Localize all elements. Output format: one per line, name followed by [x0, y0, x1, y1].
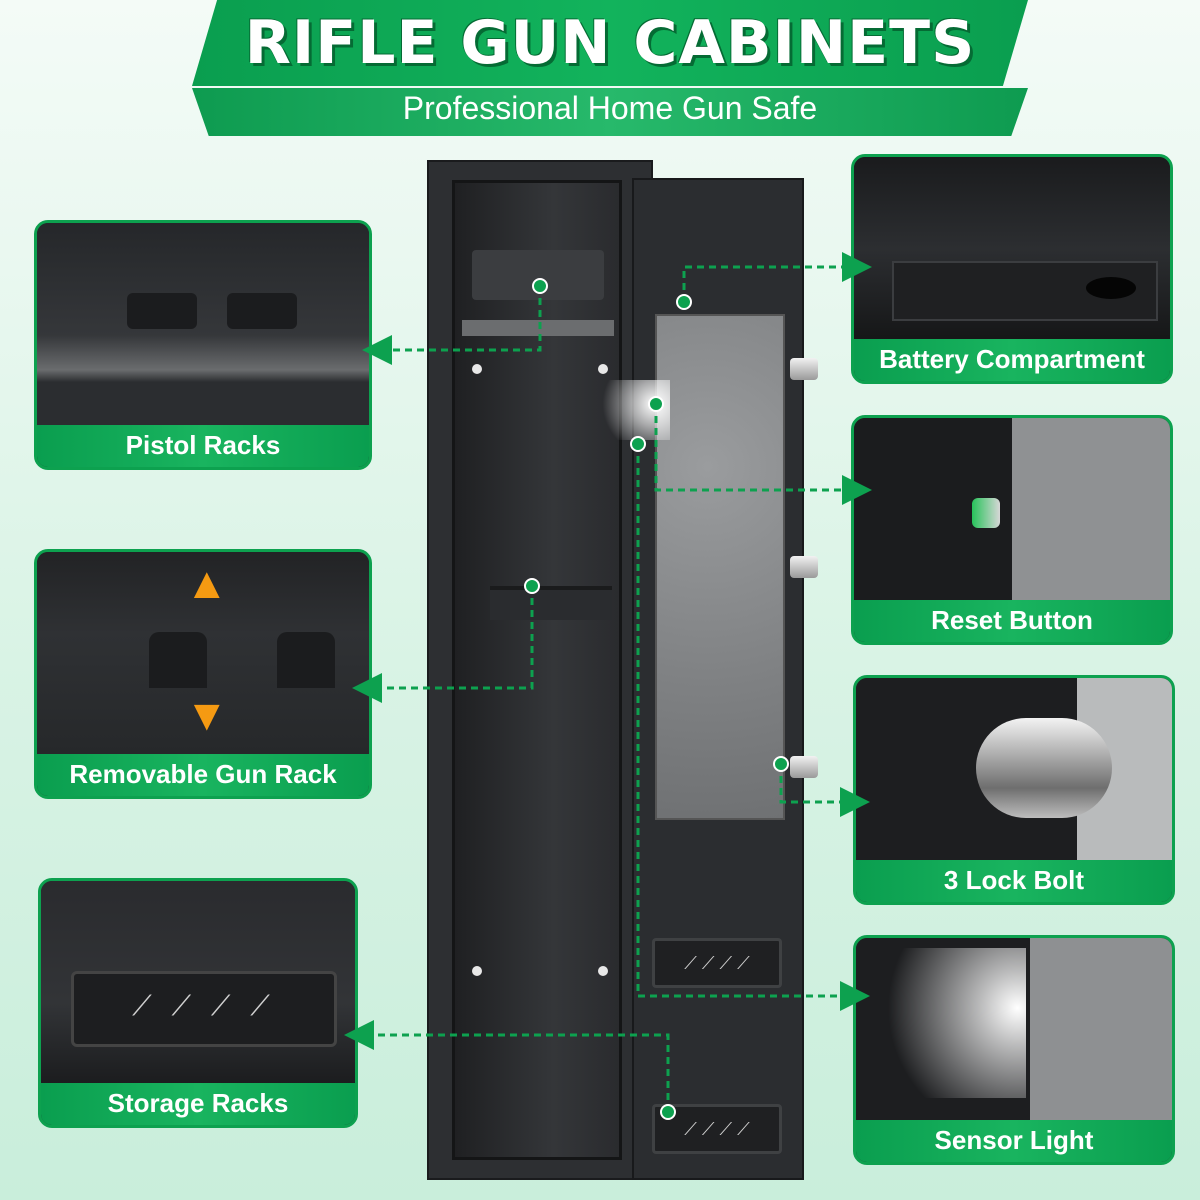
pistol-racks-callout: Pistol Racks: [34, 220, 372, 470]
mount-hole: [472, 364, 482, 374]
rack-holder: [277, 632, 335, 688]
mount-hole: [472, 966, 482, 976]
removable-gun-rack-label: Removable Gun Rack: [37, 754, 369, 796]
mount-hole: [598, 966, 608, 976]
lock-bolt-photo: [856, 678, 1172, 862]
reset-button-callout: Reset Button: [851, 415, 1173, 645]
reset-button-photo: [854, 418, 1170, 602]
battery-compartment-callout: Battery Compartment: [851, 154, 1173, 384]
door-storage-pocket: ⟋ ⟋ ⟋ ⟋: [652, 1104, 782, 1154]
rack-holder: [149, 632, 207, 688]
sensor-light-photo: [856, 938, 1172, 1122]
subtitle-banner: [192, 88, 1028, 136]
door-storage-pocket: ⟋ ⟋ ⟋ ⟋: [652, 938, 782, 988]
pistol-slot: [227, 293, 297, 329]
lock-bolt: [790, 756, 818, 778]
down-arrow-icon: ▼: [185, 691, 229, 740]
reset-button-label: Reset Button: [854, 600, 1170, 642]
battery-compartment-photo: [854, 157, 1170, 341]
removable-gun-rack-photo: ▲ ▼: [37, 552, 369, 756]
page-subtitle: Professional Home Gun Safe: [402, 90, 818, 126]
sensor-light-callout: Sensor Light: [853, 935, 1175, 1165]
battery-compartment-label: Battery Compartment: [854, 339, 1170, 381]
pistol-racks-photo: [37, 223, 369, 427]
sensor-light-glow: [590, 380, 670, 440]
battery-latch: [1086, 277, 1136, 299]
page-title: RIFLE GUN CABINETS: [244, 8, 976, 78]
removable-gun-rack-callout: ▲ ▼ Removable Gun Rack: [34, 549, 372, 799]
lock-bolt-label: 3 Lock Bolt: [856, 860, 1172, 902]
door-panel: [655, 314, 785, 820]
cabinet-gun-rack: [490, 586, 612, 620]
pistol-slot: [127, 293, 197, 329]
lock-bolt: [790, 556, 818, 578]
storage-racks-label: Storage Racks: [41, 1083, 355, 1125]
storage-pocket: ⟋ ⟋ ⟋ ⟋: [71, 971, 337, 1047]
up-arrow-icon: ▲: [185, 559, 229, 608]
sensor-light-beam: [856, 948, 1026, 1098]
storage-racks-callout: ⟋ ⟋ ⟋ ⟋ Storage Racks: [38, 878, 358, 1128]
reset-button-icon: [972, 498, 1000, 528]
cabinet-shelf: [462, 320, 614, 336]
mount-hole: [598, 364, 608, 374]
sensor-light-label: Sensor Light: [856, 1120, 1172, 1162]
lock-bolt: [790, 358, 818, 380]
cabinet-pistol-slots: [472, 250, 604, 300]
storage-racks-photo: ⟋ ⟋ ⟋ ⟋: [41, 881, 355, 1085]
battery-box: [892, 261, 1158, 321]
lock-bolt-cylinder: [976, 718, 1112, 818]
pistol-racks-label: Pistol Racks: [37, 425, 369, 467]
title-banner: [192, 0, 1028, 86]
lock-bolt-callout: 3 Lock Bolt: [853, 675, 1175, 905]
